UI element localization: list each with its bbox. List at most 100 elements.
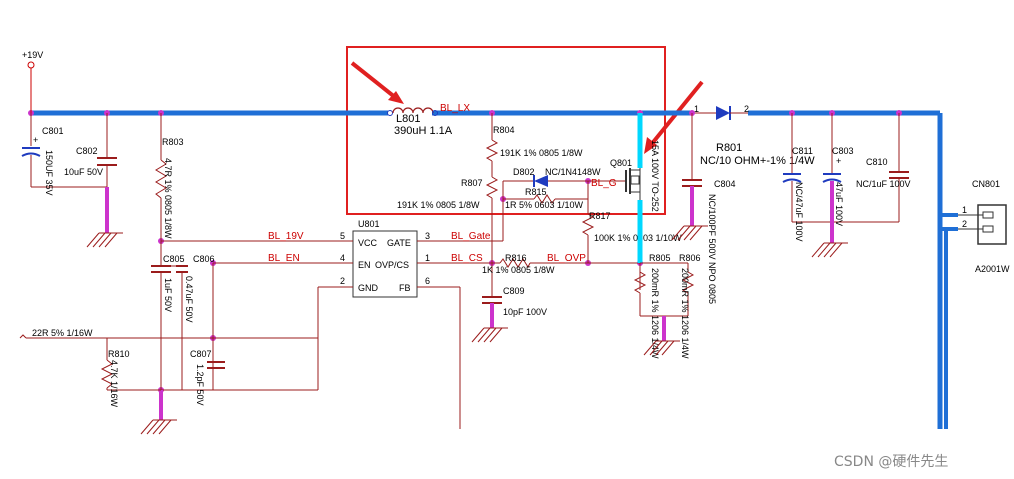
r816-ref: R816: [505, 253, 527, 263]
r801-ref: R801: [716, 142, 742, 154]
r816-resistor: R816 1K 1% 0805 1/8W: [482, 253, 555, 275]
c809-capacitor: C809 10pF 100V: [482, 263, 547, 328]
l801-inductor: L801 390uH 1.1A BL_LX: [387, 103, 470, 137]
net-blcs: BL_CS: [451, 253, 483, 264]
pin-1-number: 1: [425, 253, 430, 263]
c802-capacitor: C802 10uF 50V: [64, 113, 117, 233]
c811-value: NC/47uF 100V: [794, 182, 804, 242]
power-rail: [31, 110, 958, 429]
r803-resistor: R803 4.7R 1% 0805 1/8W: [155, 113, 184, 241]
c804-capacitor: C804 NC/100PF 500V NPO 0805: [682, 113, 736, 304]
c811-ref: C811: [792, 146, 813, 156]
r807-resistor: R807 191K 1% 0805 1/8W: [397, 176, 499, 263]
r-in-label: 22R 5% 1/16W: [32, 328, 93, 338]
c809-ref: C809: [503, 286, 525, 296]
c806-capacitor: C806 0.47uF 50V: [161, 254, 215, 390]
vin-source: +19V: [22, 50, 43, 113]
net-blovp: BL_OVP: [547, 253, 586, 264]
pin-6-number: 6: [425, 276, 430, 286]
pin-ovpcs-label: OVP/CS: [375, 260, 409, 270]
c807-value: 1.2pF 50V: [195, 364, 205, 406]
r817-ref: R817: [589, 211, 611, 221]
r801-pin2: 2: [744, 104, 749, 114]
r810-ref: R810: [108, 349, 130, 359]
c801-capacitor: + C801 150UF 35V: [21, 113, 107, 196]
r801-value: NC/10 OHM+-1% 1/4W: [700, 155, 815, 167]
r805-value: 200mR 1% 1206 1/4W: [650, 268, 660, 359]
watermark: CSDN @硬件先生: [834, 454, 948, 470]
cn801-pin1: 1: [962, 205, 967, 215]
c809-value: 10pF 100V: [503, 307, 547, 317]
c803-value: 47uF 100V: [834, 182, 844, 226]
vin-label: +19V: [22, 50, 43, 60]
c803-ref: C803: [832, 146, 854, 156]
net-bllx: BL_LX: [440, 103, 470, 114]
pin-gate-label: GATE: [387, 238, 411, 248]
l801-value: 390uH 1.1A: [394, 125, 453, 137]
cn801-part: A2001W: [975, 264, 1010, 274]
r815-value: 1R 5% 0603 1/10W: [505, 200, 584, 210]
net-blg: BL_G: [591, 178, 617, 189]
r805-ref: R805: [649, 253, 671, 263]
pin-en-label: EN: [358, 260, 371, 270]
c801-plus: +: [33, 135, 38, 145]
c810-ref: C810: [866, 157, 888, 167]
cn801-ref: CN801: [972, 179, 1000, 189]
r807-value: 191K 1% 0805 1/8W: [397, 200, 480, 210]
c805-capacitor: C805 1uF 50V: [151, 241, 185, 390]
r806-ref: R806: [679, 253, 701, 263]
l801-ref: L801: [396, 113, 420, 125]
d802-value: NC/1N4148W: [545, 167, 601, 177]
c805-value: 1uF 50V: [163, 278, 173, 312]
r806-resistor: R806 200mR 1% 1206 1/4W: [640, 253, 701, 359]
r801-pin1: 1: [694, 104, 699, 114]
q801-mosfet: Q801 15A 100V TO-252: [610, 113, 660, 290]
ic-wires: [161, 181, 640, 429]
net-blgate: BL_Gate: [451, 231, 491, 242]
r815-ref: R815: [525, 187, 547, 197]
c806-value: 0.47uF 50V: [184, 276, 194, 323]
q801-value: 15A 100V TO-252: [650, 140, 660, 212]
c805-ref: C805: [163, 254, 185, 264]
r804-resistor: R804 191K 1% 0805 1/8W: [485, 113, 583, 177]
r806-value: 200mR 1% 1206 1/4W: [680, 268, 690, 359]
r803-value: 4.7R 1% 0805 1/8W: [163, 158, 173, 239]
pin-3-number: 3: [425, 231, 430, 241]
r804-ref: R804: [493, 125, 515, 135]
pin-gnd-label: GND: [358, 283, 379, 293]
arrow-to-inductor: [350, 61, 404, 104]
pin-5-number: 5: [340, 231, 345, 241]
pin-4-number: 4: [340, 253, 345, 263]
r810-value: 4.7K 1/16W: [109, 360, 119, 408]
junction-dots: [28, 110, 902, 393]
c802-ref: C802: [76, 146, 98, 156]
r810-resistor: 22R 5% 1/16W R810 4.7K 1/16W: [19, 328, 318, 408]
r815-resistor: R815 1R 5% 0603 1/10W: [502, 181, 588, 210]
c807-ref: C807: [190, 349, 212, 359]
pin-2-number: 2: [340, 276, 345, 286]
q801-ref: Q801: [610, 158, 632, 168]
c803-capacitor: + C803 47uF 100V: [822, 113, 854, 243]
c804-ref: C804: [714, 179, 736, 189]
c802-value: 10uF 50V: [64, 167, 103, 177]
r816-value: 1K 1% 0805 1/8W: [482, 265, 555, 275]
cn801-connector: 1 2 CN801 A2001W: [958, 179, 1010, 274]
d802-diode: D802 NC/1N4148W: [503, 167, 601, 187]
c801-value: 150UF 35V: [44, 150, 54, 196]
r805-resistor: R805 200mR 1% 1206 1/4W: [633, 253, 671, 359]
r807-ref: R807: [461, 178, 483, 188]
cn801-pin2: 2: [962, 219, 967, 229]
u801-ref: U801: [358, 219, 380, 229]
d802-ref: D802: [513, 167, 535, 177]
net-bl19v: BL_19V: [268, 231, 304, 242]
r804-value: 191K 1% 0805 1/8W: [500, 148, 583, 158]
c810-capacitor: C810 NC/1uF 100V: [856, 113, 911, 222]
c803-plus: +: [836, 156, 841, 166]
r801-diode: 1 2 R801 NC/10 OHM+-1% 1/4W: [694, 104, 815, 167]
pin-fb-label: FB: [399, 283, 411, 293]
u801-ic: U801 VCC EN GND GATE OVP/CS FB 5 4 2 3 1…: [340, 219, 430, 298]
c806-ref: C806: [193, 254, 215, 264]
c810-value: NC/1uF 100V: [856, 179, 911, 189]
c804-value: NC/100PF 500V NPO 0805: [707, 194, 717, 304]
